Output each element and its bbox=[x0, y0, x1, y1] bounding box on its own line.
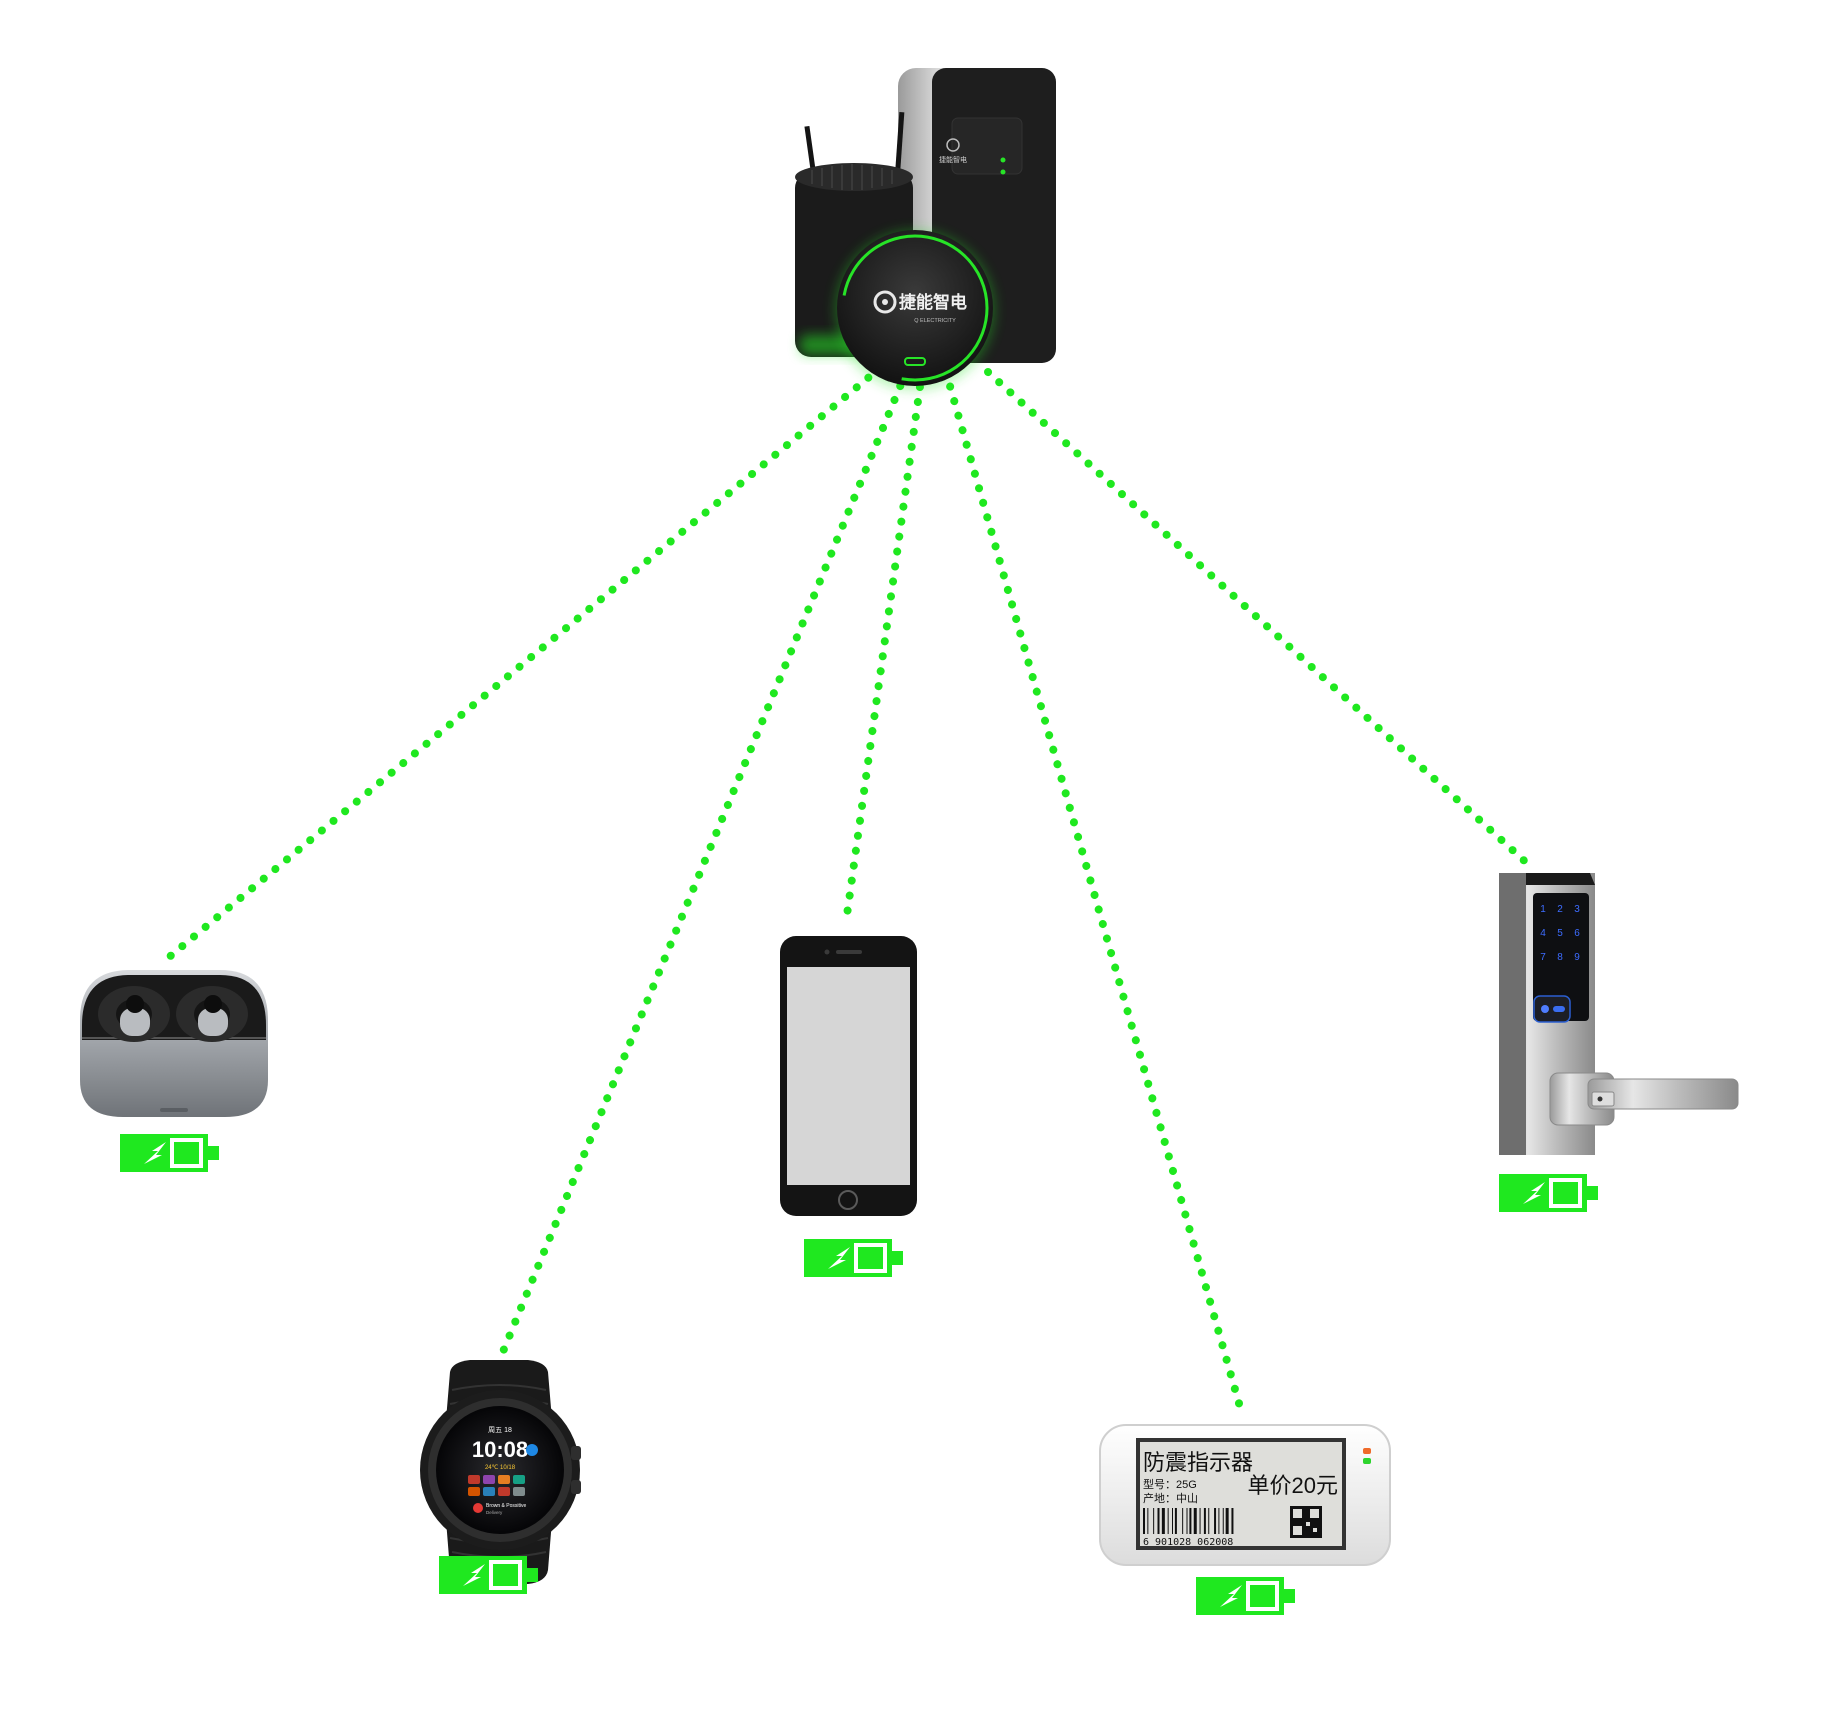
barcode-bar bbox=[1208, 1508, 1210, 1534]
barcode-bar bbox=[1186, 1508, 1188, 1534]
watch-time: 10:08 bbox=[472, 1437, 528, 1462]
barcode-bar bbox=[1174, 1508, 1177, 1534]
link-lock bbox=[984, 368, 1534, 870]
barcode-bar bbox=[1218, 1508, 1220, 1534]
barcode-bar bbox=[1189, 1508, 1192, 1534]
device-phone bbox=[780, 936, 917, 1216]
charger-puck bbox=[837, 230, 993, 386]
fingerprint-reader bbox=[1533, 995, 1571, 1023]
watch-notice: Brown & Possitive bbox=[486, 1503, 527, 1509]
link-esl bbox=[942, 368, 1246, 1418]
keypad-key-6[interactable]: 6 bbox=[1574, 928, 1580, 939]
esl-origin: 产地：中山 bbox=[1143, 1491, 1198, 1505]
esl-spec: 型号：25G bbox=[1143, 1477, 1197, 1491]
barcode-bar bbox=[1172, 1508, 1173, 1534]
puck-brand-cn: 捷能智电 bbox=[899, 292, 967, 312]
esl-price: 单价20元 bbox=[1248, 1473, 1338, 1498]
device-esl-tag: 防震指示器 型号：25G 产地：中山 单价20元 6 901028 062008 bbox=[1099, 1424, 1391, 1566]
charging-battery-icon bbox=[1196, 1577, 1295, 1615]
keypad-key-1[interactable]: 1 bbox=[1540, 904, 1546, 915]
barcode-bar bbox=[1222, 1508, 1224, 1534]
charging-battery-icon bbox=[1499, 1174, 1598, 1212]
device-watch: 周五 18 10:08 24℃ 10/18 Brown & Possitive … bbox=[420, 1360, 581, 1584]
watch-notice-sub: Delivery bbox=[486, 1510, 503, 1515]
device-earbuds bbox=[80, 970, 268, 1117]
barcode-bar bbox=[1193, 1508, 1197, 1534]
puck-brand-en: Q ELECTRICITY bbox=[914, 318, 956, 324]
esl-title: 防震指示器 bbox=[1143, 1450, 1253, 1475]
charging-battery-icon bbox=[120, 1134, 219, 1172]
barcode-bar bbox=[1157, 1508, 1160, 1534]
barcode-bar bbox=[1143, 1508, 1145, 1534]
barcode-bar bbox=[1231, 1508, 1234, 1534]
panel-brand-label: 捷能智电 bbox=[939, 155, 967, 164]
link-earbuds bbox=[164, 364, 884, 962]
esl-barcode-digits: 6 901028 062008 bbox=[1143, 1537, 1233, 1548]
barcode-bar bbox=[1161, 1508, 1165, 1534]
watch-date: 周五 18 bbox=[488, 1426, 512, 1434]
watch-date2: 24℃ 10/18 bbox=[485, 1465, 516, 1471]
keypad-key-3[interactable]: 3 bbox=[1574, 904, 1580, 915]
charging-battery-icon bbox=[439, 1556, 538, 1594]
link-phone bbox=[842, 368, 926, 926]
barcode-bar bbox=[1214, 1508, 1217, 1534]
battery-indicators bbox=[120, 1134, 1598, 1615]
barcode-bar bbox=[1203, 1508, 1206, 1534]
smartphone-icon bbox=[780, 936, 917, 1216]
lock-handle-lever bbox=[1587, 1078, 1739, 1110]
keypad-key-9[interactable]: 9 bbox=[1574, 952, 1580, 963]
earbuds-case-icon bbox=[80, 970, 268, 1117]
esl-barcode bbox=[1143, 1508, 1234, 1534]
phone-screen bbox=[787, 967, 910, 1185]
charging-links bbox=[164, 364, 1534, 1418]
barcode-bar bbox=[1199, 1508, 1201, 1534]
barcode-bar bbox=[1182, 1508, 1184, 1534]
barcode-bar bbox=[1167, 1508, 1169, 1534]
charger-station: 捷能智电 捷能智电 Q ELECTRICITY bbox=[795, 68, 1056, 390]
keypad-key-2[interactable]: 2 bbox=[1557, 904, 1563, 915]
smartwatch-icon: 周五 18 10:08 24℃ 10/18 Brown & Possitive … bbox=[420, 1360, 581, 1584]
charging-battery-icon bbox=[804, 1239, 903, 1277]
keypad-key-7[interactable]: 7 bbox=[1540, 952, 1546, 963]
barcode-bar bbox=[1147, 1508, 1149, 1534]
keypad-key-8[interactable]: 8 bbox=[1557, 952, 1563, 963]
lock-keypad-panel bbox=[1533, 893, 1589, 1021]
keypad-key-5[interactable]: 5 bbox=[1557, 928, 1563, 939]
e-paper-price-tag-icon: 防震指示器 型号：25G 产地：中山 单价20元 6 901028 062008 bbox=[1099, 1424, 1391, 1566]
link-watch bbox=[498, 368, 910, 1358]
keypad-key-4[interactable]: 4 bbox=[1540, 928, 1546, 939]
barcode-bar bbox=[1225, 1508, 1229, 1534]
barcode-bar bbox=[1153, 1508, 1155, 1534]
esl-qr-code bbox=[1290, 1506, 1322, 1538]
